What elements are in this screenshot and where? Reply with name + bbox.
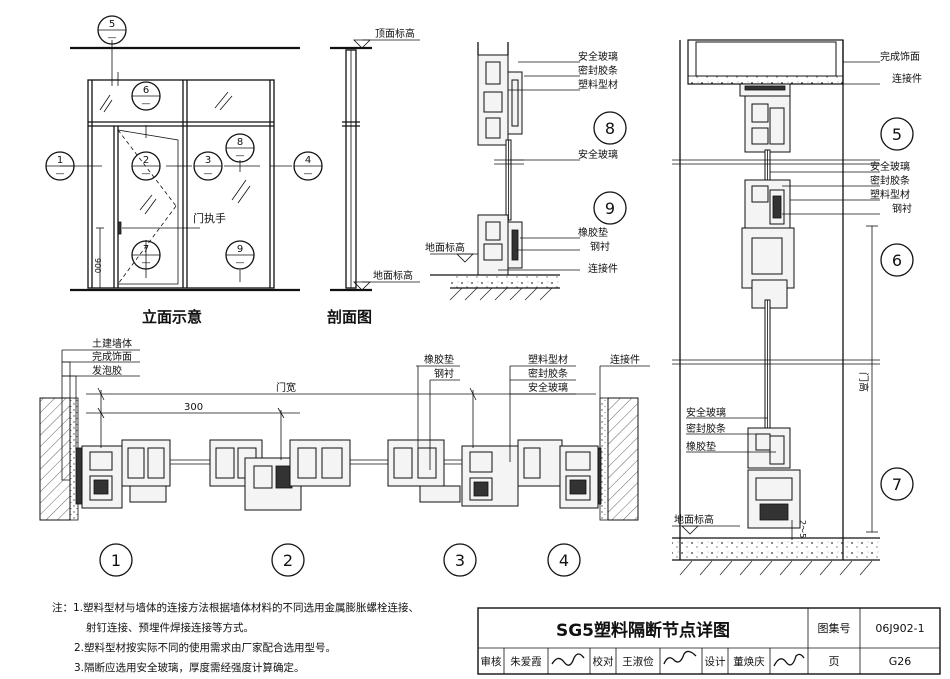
callout-1-num: 1 xyxy=(57,155,63,166)
d8-seal-strip: 密封胶条 xyxy=(578,64,618,77)
callout-3-dash: — xyxy=(204,169,213,179)
note-line-1: 注：1.塑料型材与墙体的连接方法根据墙体材料的不同选用金属膨胀螺栓连接、 xyxy=(52,602,420,614)
callout-1: 1 — xyxy=(45,151,75,181)
detail-3-number: 3 xyxy=(455,551,465,570)
detail-7-number: 7 xyxy=(892,475,902,494)
plan-safety-glass: 安全玻璃 xyxy=(528,381,568,394)
detail-8-number: 8 xyxy=(605,119,615,138)
detail-5-6-7 xyxy=(672,39,914,576)
callout-7-dash: — xyxy=(142,258,151,268)
reviewer-name: 朱爱霞 xyxy=(510,655,542,668)
d6-plastic-profile: 塑料型材 xyxy=(870,188,910,201)
plan-rubber-pad: 橡胶垫 xyxy=(424,353,454,366)
callout-8: 8 — xyxy=(225,133,255,163)
plan-foam-glue: 发泡胶 xyxy=(92,364,122,377)
callout-5: 5 — xyxy=(97,15,127,45)
callout-4-num: 4 xyxy=(305,155,311,166)
atlas-number: 06J902-1 xyxy=(875,622,924,635)
note-line-3: 2.塑料型材按实际不同的使用需求由厂家配合选用型号。 xyxy=(74,642,337,654)
checker-name: 王淑俭 xyxy=(622,655,654,668)
designer-name: 董焕庆 xyxy=(733,655,765,668)
callout-3: 3 — xyxy=(193,151,223,181)
callout-9-dash: — xyxy=(236,258,245,268)
d6-seal-strip: 密封胶条 xyxy=(870,174,910,187)
d8-plastic-profile: 塑料型材 xyxy=(578,78,618,91)
floor-level-label-section: 地面标高 xyxy=(373,269,413,282)
page-number: G26 xyxy=(889,655,912,668)
d5-connector: 连接件 xyxy=(892,72,922,85)
plan-seal-strip: 密封胶条 xyxy=(528,367,568,380)
callout-5-num: 5 xyxy=(109,19,115,30)
d8-safety-glass: 安全玻璃 xyxy=(578,50,618,63)
plan-finish-face: 完成饰面 xyxy=(92,350,132,363)
callout-7-num: 7 xyxy=(143,244,149,255)
d7-seal-strip: 密封胶条 xyxy=(686,422,726,435)
d7-safety-glass: 安全玻璃 xyxy=(686,406,726,419)
callout-9: 9 — xyxy=(225,240,255,270)
d9-steel-liner: 钢衬 xyxy=(590,240,610,253)
elevation-view xyxy=(60,40,300,292)
detail-5-number: 5 xyxy=(892,125,902,144)
door-height-label: 门高 xyxy=(857,372,870,392)
callout-1-dash: — xyxy=(56,169,65,179)
dim-900: 900 xyxy=(93,258,102,273)
plan-door-width: 门宽 xyxy=(276,381,296,394)
review-label: 审核 xyxy=(481,655,502,668)
section-view xyxy=(330,39,420,292)
callout-6-dash: — xyxy=(142,99,151,109)
section-title: 剖面图 xyxy=(327,308,372,326)
detail-9-number: 9 xyxy=(605,199,615,218)
d5-finish-face: 完成饰面 xyxy=(880,50,920,63)
detail-6-number: 6 xyxy=(892,251,902,270)
d9-floor-level: 地面标高 xyxy=(425,241,465,254)
callout-9-num: 9 xyxy=(237,244,243,255)
d6-safety-glass: 安全玻璃 xyxy=(870,160,910,173)
d7-floor-level: 地面标高 xyxy=(674,513,714,526)
plan-details xyxy=(39,349,650,577)
design-label: 设计 xyxy=(705,655,726,668)
d7-rubber-pad: 橡胶垫 xyxy=(686,440,716,453)
callout-6: 6 — xyxy=(131,81,161,111)
drawing-title: SG5塑料隔断节点详图 xyxy=(556,620,730,641)
top-level-label: 顶面标高 xyxy=(375,27,415,40)
elevation-callouts: 5 — 6 — 1 — 2 — 3 — 8 — 4 — 7 — 9 — xyxy=(45,15,323,270)
note-line-2: 射钉连接、预埋件焊接连接等方式。 xyxy=(86,622,254,634)
callout-5-dash: — xyxy=(108,33,117,43)
plan-connector: 连接件 xyxy=(610,353,640,366)
callout-2: 2 — xyxy=(131,151,161,181)
d9-rubber-pad: 橡胶垫 xyxy=(578,226,608,239)
d9-connector: 连接件 xyxy=(588,262,618,275)
callout-8-dash: — xyxy=(236,151,245,161)
callout-4: 4 — xyxy=(293,151,323,181)
elevation-title: 立面示意 xyxy=(142,308,202,326)
note-line-4: 3.隔断应选用安全玻璃，厚度需经强度计算确定。 xyxy=(74,662,305,674)
callout-8-num: 8 xyxy=(237,137,243,148)
dim-2-5: 2～5 xyxy=(798,520,807,538)
general-notes: 注：1.塑料型材与墙体的连接方法根据墙体材料的不同选用金属膨胀螺栓连接、 射钉连… xyxy=(52,598,419,678)
atlas-label: 图集号 xyxy=(818,621,851,635)
detail-2-number: 2 xyxy=(283,551,293,570)
callout-3-num: 3 xyxy=(205,155,211,166)
plan-dim-300: 300 xyxy=(184,402,203,413)
callout-2-dash: — xyxy=(142,169,151,179)
page-label: 页 xyxy=(829,655,840,668)
d6-steel-liner: 钢衬 xyxy=(892,202,912,215)
plan-steel-liner: 钢衬 xyxy=(434,367,454,380)
callout-2-num: 2 xyxy=(143,155,149,166)
callout-6-num: 6 xyxy=(143,85,149,96)
detail-4-number: 4 xyxy=(559,551,569,570)
plan-civil-wall: 土建墙体 xyxy=(92,337,132,350)
detail-8-9 xyxy=(430,42,627,301)
handle-label: 门执手 xyxy=(193,211,226,225)
check-label: 校对 xyxy=(593,655,614,668)
d8-safety-glass-2: 安全玻璃 xyxy=(578,148,618,161)
callout-4-dash: — xyxy=(304,169,313,179)
callout-7: 7 — xyxy=(131,240,161,270)
detail-1-number: 1 xyxy=(111,551,121,570)
plan-plastic-profile: 塑料型材 xyxy=(528,353,568,366)
title-block xyxy=(477,607,941,675)
